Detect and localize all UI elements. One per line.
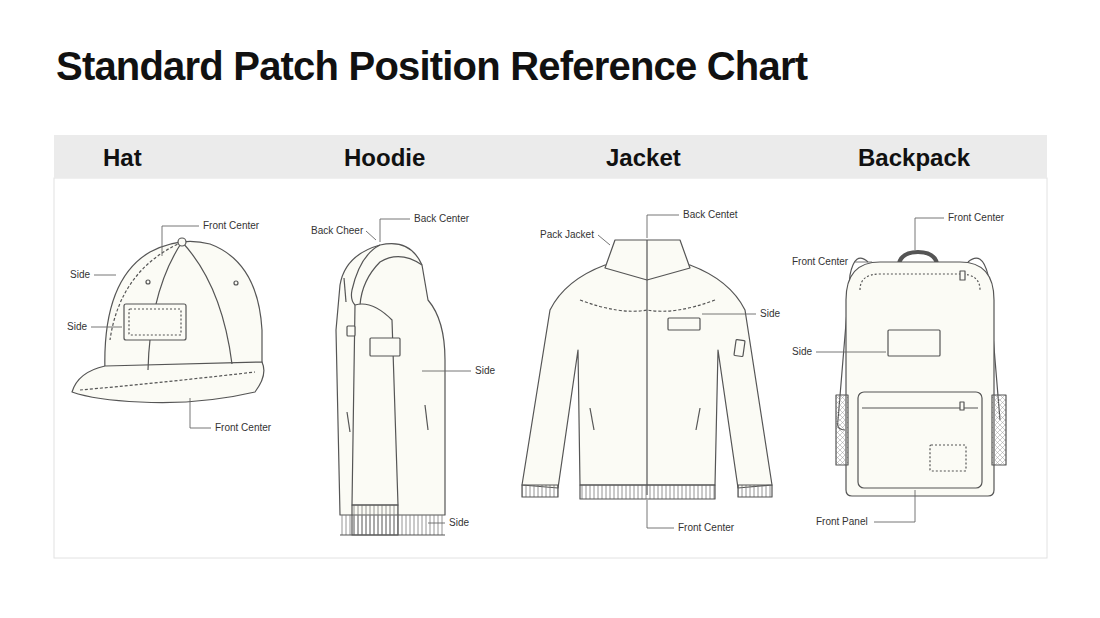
callout-label: Pack Jacket <box>540 229 594 241</box>
callout-label: Front Panel <box>816 516 868 528</box>
callout-label: Side <box>475 365 495 377</box>
column-header: Hat <box>103 144 142 172</box>
callout-label: Side <box>760 308 780 320</box>
column-header: Jacket <box>606 144 681 172</box>
callout-label: Front Center <box>792 256 848 268</box>
jacket-drawing <box>522 240 772 499</box>
chart-panel <box>54 178 1047 558</box>
callout-label: Side <box>67 321 87 333</box>
hoodie-drawing <box>336 244 445 535</box>
callout-label: Back Center <box>414 213 469 225</box>
hat-drawing <box>72 238 264 403</box>
column-header: Hoodie <box>344 144 425 172</box>
header-band: Hat Hoodie Jacket Backpack <box>54 135 1047 178</box>
callout-label: Side <box>70 269 90 281</box>
callout-label: Front Center <box>203 220 259 232</box>
callout-label: Side <box>792 346 812 358</box>
callout-label: Back Centet <box>683 209 737 221</box>
callout-label: Front Center <box>678 522 734 534</box>
callout-label: Side <box>449 517 469 529</box>
callout-label: Front Center <box>948 212 1004 224</box>
chart-title: Standard Patch Position Reference Chart <box>56 44 807 89</box>
callout-label: Front Center <box>215 422 271 434</box>
callout-label: Back Cheer <box>311 225 363 237</box>
leader-lines <box>91 215 944 528</box>
column-header: Backpack <box>858 144 970 172</box>
backpack-drawing <box>836 252 1006 496</box>
